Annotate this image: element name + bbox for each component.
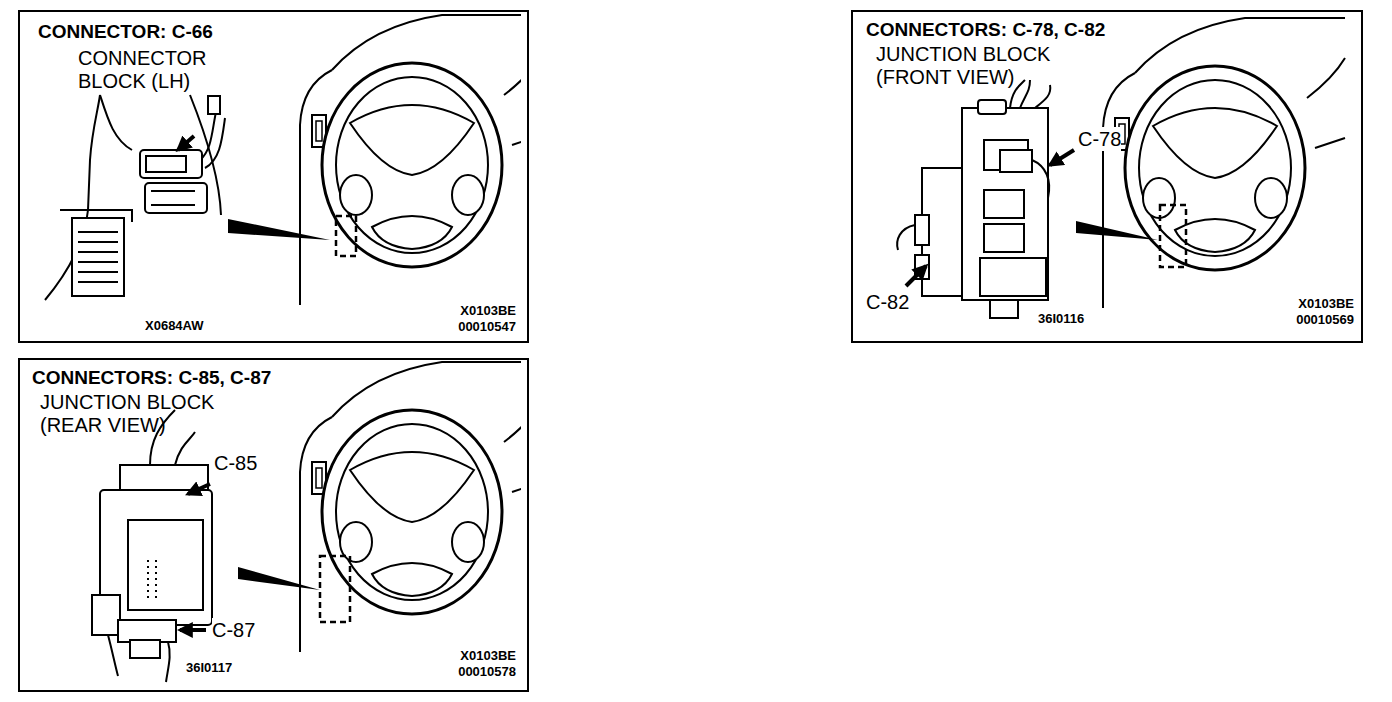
panel-subtitle: CONNECTOR BLOCK (LH) xyxy=(78,47,228,93)
junction-block-front xyxy=(897,225,915,250)
connector-block-illustration xyxy=(140,150,202,178)
location-marker xyxy=(238,567,320,590)
figure-code: X0103BE 00010547 xyxy=(434,303,516,334)
dashboard-view xyxy=(1103,18,1345,308)
junction-block-front xyxy=(1000,150,1032,172)
panel-heading: CONNECTOR: C-66 xyxy=(38,21,527,43)
connector-block-illustration xyxy=(178,136,194,150)
location-marker xyxy=(1076,221,1158,240)
junction-block-rear xyxy=(108,635,118,676)
junction-block-front xyxy=(1035,85,1050,108)
junction-block-front xyxy=(980,258,1046,296)
junction-block-front xyxy=(906,266,926,286)
connector-callout: C-82 xyxy=(866,290,909,314)
figure-code: 36I0117 xyxy=(186,660,232,676)
junction-block-rear xyxy=(92,595,120,635)
location-marker xyxy=(228,205,1186,622)
dashboard-view xyxy=(300,362,521,652)
figure-code: X0103BE 00010578 xyxy=(434,648,516,679)
connector-block-illustration xyxy=(45,95,225,300)
junction-block-front xyxy=(984,190,1024,218)
junction-block-rear xyxy=(180,628,206,632)
connector-block-illustration xyxy=(151,191,195,205)
junction-block-front xyxy=(978,100,1006,114)
connector-block-illustration xyxy=(146,156,186,172)
connector-block-illustration xyxy=(205,118,225,168)
junction-block-rear xyxy=(188,484,210,494)
location-marker xyxy=(228,219,330,240)
dashboard-view xyxy=(1103,18,1345,308)
junction-block-front xyxy=(915,215,929,245)
figure-code: X0684AW xyxy=(145,318,204,334)
junction-block-rear xyxy=(148,560,156,600)
junction-block-front xyxy=(962,108,1048,300)
junction-block-rear xyxy=(92,410,212,682)
junction-block-front xyxy=(1020,80,1030,108)
panel-frame: CONNECTORS: C-85, C-87JUNCTION BLOCK (RE… xyxy=(18,358,529,692)
location-marker xyxy=(1160,205,1186,267)
connector-callout: C-87 xyxy=(212,618,255,642)
connector-block-illustration xyxy=(145,183,207,213)
junction-block-front xyxy=(1032,160,1049,198)
figure-code: 36I0116 xyxy=(1038,311,1084,327)
location-marker xyxy=(336,216,356,256)
dashboard-view xyxy=(300,15,521,305)
panel-heading: CONNECTORS: C-78, C-82 xyxy=(866,19,1361,41)
junction-block-front xyxy=(984,224,1024,252)
connector-callout: C-78 xyxy=(1078,127,1121,151)
dashboard-view xyxy=(300,362,521,652)
location-marker xyxy=(320,556,350,622)
connector-block-illustration xyxy=(208,96,220,114)
figure-code: X0103BE 00010569 xyxy=(1272,296,1354,327)
connector-block-illustration xyxy=(78,232,118,282)
panel-subtitle: JUNCTION BLOCK (REAR VIEW) xyxy=(40,391,230,437)
dashboard-view xyxy=(300,15,521,305)
junction-block-front xyxy=(1050,150,1074,165)
junction-block-rear xyxy=(130,640,160,658)
junction-block-rear xyxy=(175,432,195,465)
panel-frame: CONNECTOR: C-66CONNECTOR BLOCK (LH) xyxy=(18,10,529,343)
junction-block-rear xyxy=(118,620,176,642)
junction-block-front xyxy=(897,80,1074,318)
panel-heading: CONNECTORS: C-85, C-87 xyxy=(32,367,527,389)
junction-block-front xyxy=(990,300,1018,318)
panel-frame: CONNECTORS: C-78, C-82JUNCTION BLOCK (FR… xyxy=(851,10,1363,343)
junction-block-rear xyxy=(166,642,170,682)
connector-block-illustration xyxy=(100,95,132,150)
junction-block-rear xyxy=(128,520,203,610)
connector-callout: C-85 xyxy=(214,451,257,475)
panel-subtitle: JUNCTION BLOCK (FRONT VIEW) xyxy=(876,43,1066,89)
connector-block-illustration xyxy=(72,218,124,296)
